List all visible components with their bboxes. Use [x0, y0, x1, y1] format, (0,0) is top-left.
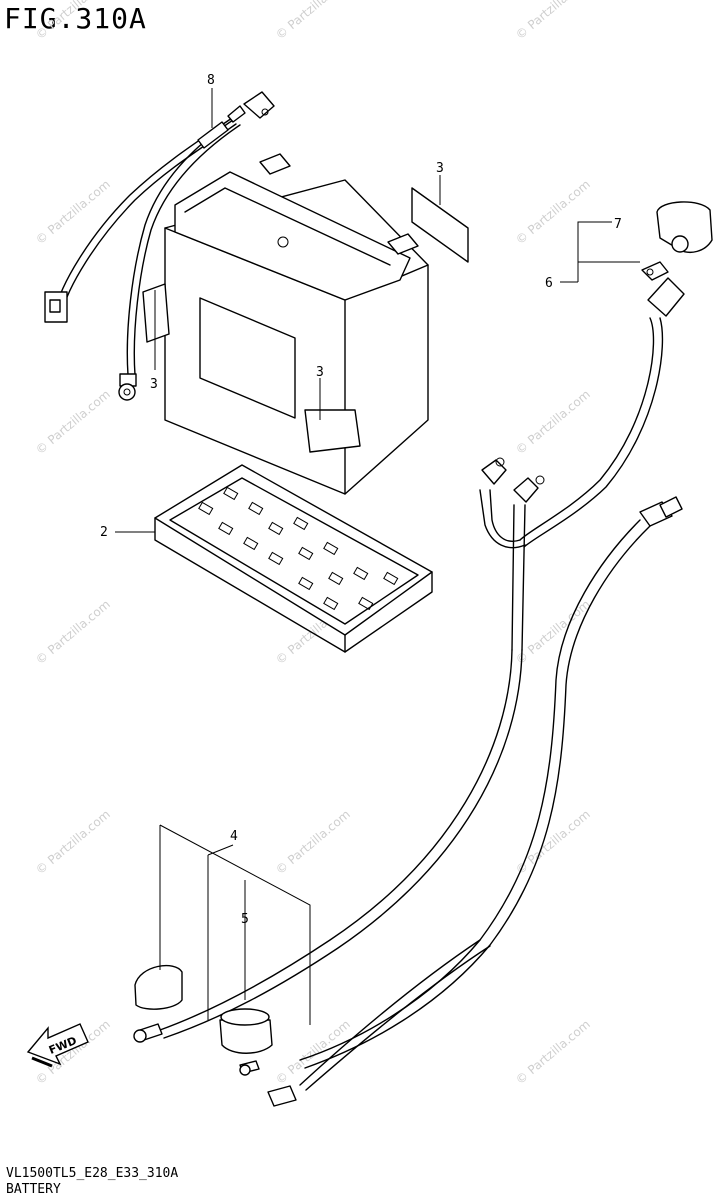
watermark: © Partzilla.com	[33, 0, 113, 42]
callout-6: 6	[545, 276, 553, 291]
callout-3: 3	[316, 365, 324, 380]
part-4-terminal-boot	[134, 964, 183, 1010]
watermark: © Partzilla.com	[33, 387, 113, 457]
part-7-terminal-cover	[656, 201, 713, 253]
watermark: © Partzilla.com	[513, 387, 593, 457]
figure-title: FIG.310A	[4, 2, 147, 35]
part-2-battery-tray	[154, 464, 433, 653]
part-5-cap	[219, 1008, 273, 1054]
callout-3: 3	[436, 161, 444, 176]
watermark: © Partzilla.com	[513, 597, 593, 667]
callout-2: 2	[100, 525, 108, 540]
callout-3: 3	[150, 377, 158, 392]
watermark: © Partzilla.com	[513, 807, 593, 877]
watermark: © Partzilla.com	[273, 1017, 353, 1087]
watermark: © Partzilla.com	[513, 1017, 593, 1087]
sub-harness-coupler	[239, 496, 683, 1107]
callout-4: 4	[230, 829, 238, 844]
callout-labels: 8 3 3 3 2 7 6 4 5	[100, 73, 622, 927]
tray-slots	[198, 486, 399, 611]
callout-5: 5	[241, 912, 249, 927]
figure-code: VL1500TL5_E28_E33_310A	[6, 1166, 179, 1181]
watermark: © Partzilla.com	[273, 807, 353, 877]
watermark: © Partzilla.com	[33, 177, 113, 247]
figure-name: BATTERY	[6, 1182, 61, 1197]
watermark: © Partzilla.com	[513, 0, 593, 42]
part-3-label	[411, 187, 469, 263]
watermark: © Partzilla.com	[33, 597, 113, 667]
part-8-battery-lead	[44, 91, 275, 401]
watermark: © Partzilla.com	[273, 0, 353, 42]
callout-7: 7	[614, 217, 622, 232]
fwd-arrow-icon: FWD	[26, 1023, 89, 1068]
watermark: © Partzilla.com	[513, 177, 593, 247]
leader-lines	[115, 88, 640, 1025]
callout-8: 8	[207, 73, 215, 88]
battery	[142, 153, 429, 495]
watermark: © Partzilla.com	[33, 807, 113, 877]
